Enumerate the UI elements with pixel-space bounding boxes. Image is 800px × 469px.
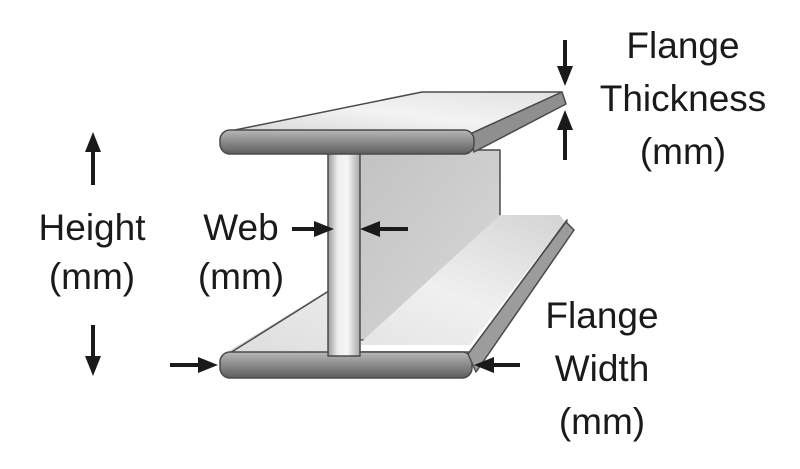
bottom-flange-side-edge bbox=[467, 221, 575, 373]
flange-width-unit-label: (mm) bbox=[559, 401, 645, 442]
flange-thickness-unit-label: (mm) bbox=[640, 131, 726, 172]
flange-thickness-label-line1: Flange bbox=[626, 25, 739, 66]
flange-width-left-arrow bbox=[170, 357, 218, 373]
dimension-arrows bbox=[85, 40, 573, 376]
flange-width-right-arrow bbox=[474, 357, 520, 373]
web-right-arrow bbox=[360, 221, 408, 237]
flange-thickness-label-line2: Thickness bbox=[600, 78, 767, 119]
web-label: Web bbox=[203, 207, 278, 248]
height-label: Height bbox=[39, 207, 147, 248]
flange-width-label-line2: Width bbox=[555, 348, 650, 389]
flange-thickness-up-arrow bbox=[557, 110, 573, 160]
top-flange-front-edge bbox=[219, 129, 475, 155]
flange-thickness-down-arrow bbox=[557, 40, 573, 86]
height-down-arrow bbox=[85, 325, 101, 376]
web-unit-label: (mm) bbox=[198, 256, 284, 297]
web-front-face bbox=[327, 149, 361, 357]
dimension-labels: Height (mm) Web (mm) Flange Thickness (m… bbox=[39, 25, 767, 442]
i-beam bbox=[219, 91, 575, 379]
height-up-arrow bbox=[85, 132, 101, 185]
flange-width-label-line1: Flange bbox=[545, 295, 658, 336]
height-unit-label: (mm) bbox=[49, 256, 135, 297]
web-left-arrow bbox=[292, 221, 334, 237]
